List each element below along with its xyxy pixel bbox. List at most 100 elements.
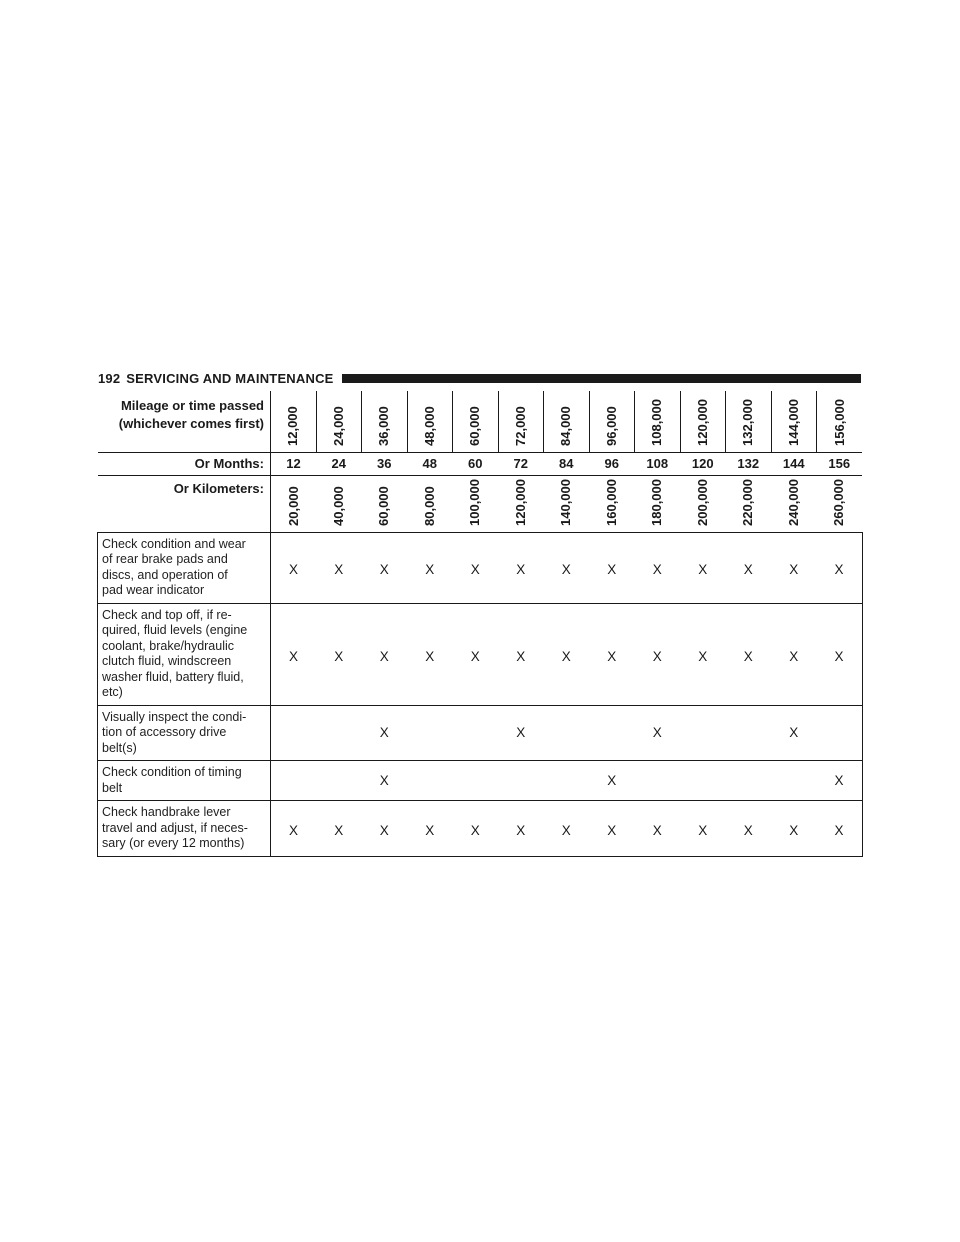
service-mark: X xyxy=(452,532,498,604)
service-mark: X xyxy=(361,532,407,604)
service-mark: X xyxy=(680,532,726,604)
service-mark xyxy=(270,760,316,801)
task-line: of rear brake pads and xyxy=(102,552,228,566)
kilometers-cell: 60,000 xyxy=(376,485,392,526)
task-line: sary (or every 12 months) xyxy=(102,836,245,850)
mileage-cell: 144,000 xyxy=(785,398,801,446)
months-cell: 60 xyxy=(452,452,498,476)
kilometers-cell: 80,000 xyxy=(421,485,437,526)
task-description: Check condition of timing belt xyxy=(97,760,271,801)
task-line: travel and adjust, if neces- xyxy=(102,820,248,835)
task-line: etc) xyxy=(102,685,123,699)
service-mark: X xyxy=(452,800,498,857)
section-title: SERVICING AND MAINTENANCE xyxy=(126,370,334,386)
service-mark: X xyxy=(361,800,407,857)
mileage-cell: 84,000 xyxy=(558,405,574,446)
kilometers-cell: 140,000 xyxy=(558,478,574,526)
service-mark: X xyxy=(725,603,771,706)
kilometers-cell: 260,000 xyxy=(831,478,847,526)
service-mark: X xyxy=(634,532,680,604)
service-mark: X xyxy=(634,800,680,857)
service-mark: X xyxy=(589,800,635,857)
months-cell: 24 xyxy=(316,452,362,476)
kilometers-cell: 240,000 xyxy=(785,478,801,526)
service-mark: X xyxy=(498,705,544,761)
task-description: Check condition and wear of rear brake p… xyxy=(97,532,271,604)
mileage-cell: 48,000 xyxy=(421,405,437,446)
service-mark: X xyxy=(816,603,863,706)
task-description: Check and top off, if re- quired, fluid … xyxy=(97,603,271,706)
task-description: Visually inspect the condi- tion of acce… xyxy=(97,705,271,761)
service-mark: X xyxy=(316,532,362,604)
service-mark: X xyxy=(589,603,635,706)
kilometers-cell: 160,000 xyxy=(603,478,619,526)
kilometers-cell: 40,000 xyxy=(330,485,346,526)
service-mark: X xyxy=(589,760,635,801)
months-cell: 132 xyxy=(725,452,771,476)
service-mark: X xyxy=(452,603,498,706)
task-line: pad wear indicator xyxy=(102,583,205,597)
mileage-label: Mileage or time passed (whichever comes … xyxy=(97,391,271,453)
service-mark xyxy=(725,705,771,761)
mileage-cell: 36,000 xyxy=(376,405,392,446)
task-line: tion of accessory drive xyxy=(102,725,227,739)
service-mark xyxy=(270,705,316,761)
months-cell: 156 xyxy=(816,452,862,476)
service-mark: X xyxy=(361,760,407,801)
months-cell: 84 xyxy=(543,452,589,476)
mileage-cell: 60,000 xyxy=(467,405,483,446)
service-mark: X xyxy=(270,532,316,604)
months-row: Or Months: 12 24 36 48 60 72 84 96 108 1… xyxy=(97,452,862,476)
months-cell: 108 xyxy=(634,452,680,476)
task-line: belt(s) xyxy=(102,740,137,755)
header-rule xyxy=(341,373,861,383)
service-mark: X xyxy=(270,800,316,857)
kilometers-cell: 120,000 xyxy=(512,478,528,526)
service-mark xyxy=(543,705,589,761)
page-header: 192 SERVICING AND MAINTENANCE xyxy=(98,367,861,389)
service-mark: X xyxy=(543,603,589,706)
mileage-cell: 132,000 xyxy=(740,398,756,446)
task-line: belt xyxy=(102,780,123,795)
mileage-cell: 120,000 xyxy=(694,398,710,446)
service-mark: X xyxy=(680,603,726,706)
service-mark: X xyxy=(361,705,407,761)
service-mark: X xyxy=(816,800,863,857)
months-cell: 120 xyxy=(680,452,726,476)
months-cell: 48 xyxy=(407,452,453,476)
service-mark: X xyxy=(498,603,544,706)
service-mark xyxy=(680,760,726,801)
mileage-label-line1: Mileage or time passed xyxy=(120,398,264,413)
service-mark xyxy=(407,705,453,761)
service-mark: X xyxy=(725,532,771,604)
kilometers-cell: 100,000 xyxy=(467,478,483,526)
mileage-cell: 12,000 xyxy=(285,405,301,446)
months-cell: 144 xyxy=(771,452,817,476)
service-mark: X xyxy=(816,760,863,801)
service-mark xyxy=(407,760,453,801)
service-mark: X xyxy=(316,603,362,706)
kilometers-cell: 220,000 xyxy=(740,478,756,526)
kilometers-row: Or Kilometers: 20,000 40,000 60,000 80,0… xyxy=(97,475,862,533)
service-mark: X xyxy=(498,800,544,857)
service-mark xyxy=(816,705,863,761)
months-cell: 36 xyxy=(361,452,407,476)
task-row: Visually inspect the condi- tion of acce… xyxy=(97,705,863,761)
maintenance-schedule-table: Mileage or time passed (whichever comes … xyxy=(97,391,863,857)
service-mark: X xyxy=(771,800,817,857)
task-row: Check condition of timing belt X X X xyxy=(97,760,863,801)
kilometers-label: Or Kilometers: xyxy=(97,475,271,533)
service-mark: X xyxy=(407,532,453,604)
mileage-cell: 96,000 xyxy=(603,405,619,446)
service-mark: X xyxy=(543,532,589,604)
task-line: coolant, brake/hydraulic xyxy=(102,638,235,653)
service-mark: X xyxy=(725,800,771,857)
service-mark: X xyxy=(771,705,817,761)
kilometers-cell: 180,000 xyxy=(649,478,665,526)
service-mark: X xyxy=(589,532,635,604)
mileage-label-line2: (whichever comes first) xyxy=(118,416,264,431)
task-line: Visually inspect the condi- xyxy=(102,709,247,724)
task-row: Check handbrake lever travel and adjust,… xyxy=(97,800,863,857)
service-mark: X xyxy=(270,603,316,706)
task-description: Check handbrake lever travel and adjust,… xyxy=(97,800,271,857)
